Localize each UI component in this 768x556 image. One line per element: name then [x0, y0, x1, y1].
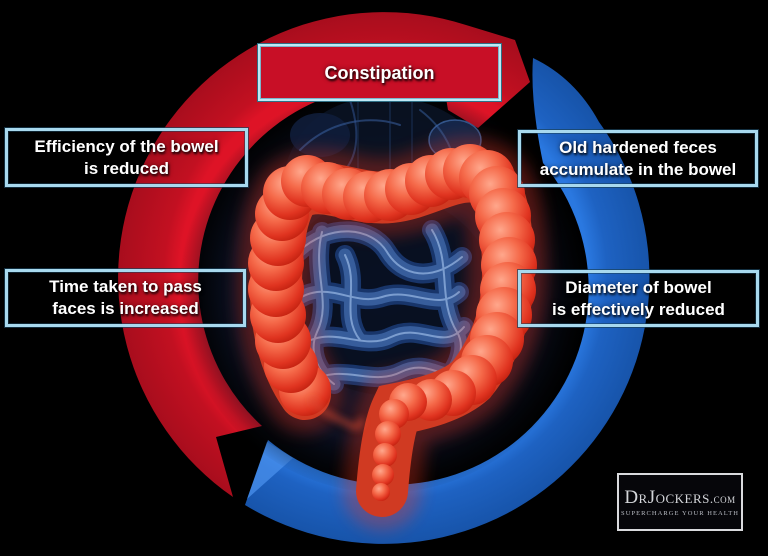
- brand-name: DrJockers: [624, 486, 710, 508]
- box-old-hardened-feces: Old hardened feces accumulate in the bow…: [518, 130, 758, 187]
- abdomen-xray-illustration: [179, 83, 589, 501]
- box-constipation-label: Constipation: [324, 62, 435, 83]
- box-oldfeces-line1: Old hardened feces: [559, 137, 717, 157]
- brand-suffix: .com: [709, 490, 736, 506]
- drjockers-logo-text: DrJockers.com: [624, 488, 735, 508]
- colon-haustra: [248, 144, 537, 501]
- box-diameter-line1: Diameter of bowel: [565, 277, 712, 297]
- box-efficiency-of-bowel: Efficiency of the bowel is reduced: [5, 128, 248, 187]
- drjockers-watermark: DrJockers.com SUPERCHARGE YOUR HEALTH: [617, 473, 743, 531]
- small-intestine: [279, 195, 495, 395]
- box-diameter-of-bowel: Diameter of bowel is effectively reduced: [518, 270, 759, 327]
- appendix: [310, 398, 364, 430]
- box-constipation: Constipation: [258, 44, 501, 101]
- box-time-line2: faces is increased: [52, 299, 199, 318]
- box-oldfeces-line2: accumulate in the bowel: [539, 159, 737, 179]
- colon: [248, 144, 537, 501]
- blue-cycle-arrow: [245, 58, 650, 544]
- box-efficiency-line1: Efficiency of the bowel: [34, 136, 219, 156]
- brand-tagline: SUPERCHARGE YOUR HEALTH: [621, 509, 739, 517]
- box-time-line1: Time taken to pass: [49, 277, 202, 296]
- box-time-taken-to-pass: Time taken to pass faces is increased: [5, 269, 246, 327]
- box-efficiency-line2: is reduced: [83, 158, 170, 178]
- box-diameter-line2: is effectively reduced: [552, 299, 725, 319]
